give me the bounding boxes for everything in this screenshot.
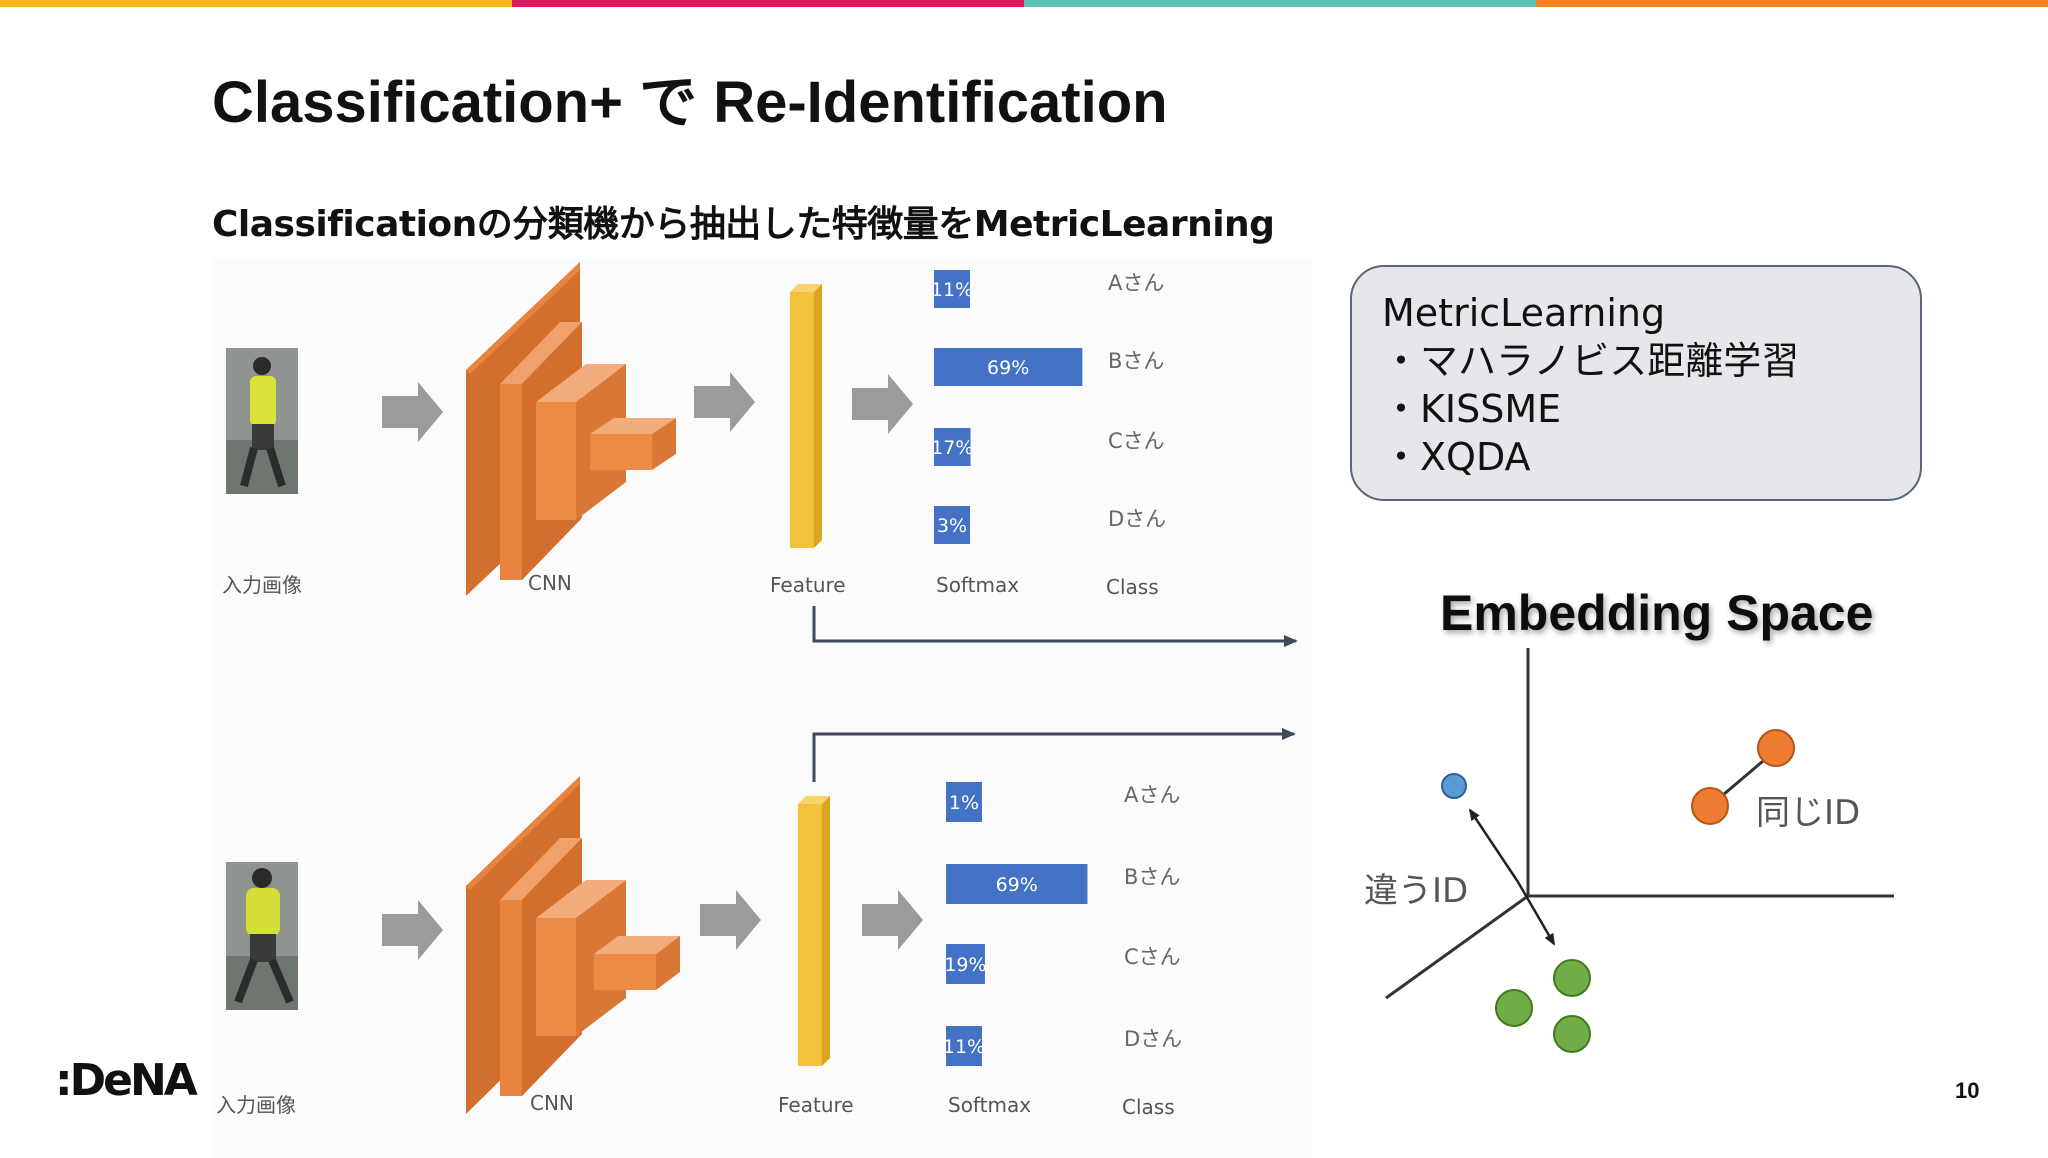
metric-learning-box: MetricLearning ・マハラノビス距離学習 ・KISSME ・XQDA [1350,265,1922,501]
flow-arrow-icon [700,890,761,950]
softmax-bar [946,1026,982,1066]
label-class: Class [1122,1095,1175,1119]
label-input: 入力画像 [222,573,302,597]
class-label: Dさん [1108,507,1166,531]
softmax-bars: 1% 69% 19% 11% [943,782,1088,1066]
cluster-point [1553,1015,1591,1053]
page-number: 10 [1955,1078,1980,1103]
metric-learning-item: ・マハラノビス距離学習 [1382,339,1800,383]
embedding-space: Embedding Space 同じID 違うID [1364,585,1894,1053]
softmax-bar [946,864,1088,904]
top-bar-segment-orange [1536,0,2048,7]
different-id-label: 違うID [1364,871,1468,911]
cluster-point [1553,959,1591,997]
flow-arrow-icon [862,890,923,950]
softmax-bar [946,944,985,984]
label-softmax: Softmax [948,1093,1031,1117]
class-label: Dさん [1124,1027,1182,1051]
top-bar-segment-teal [1024,0,1536,7]
label-cnn: CNN [530,1091,574,1115]
flow-arrow-icon [852,374,913,434]
label-input: 入力画像 [216,1093,296,1117]
embedding-space-title: Embedding Space [1440,585,1873,641]
label-class: Class [1106,575,1159,599]
flow-arrow-icon [694,372,755,432]
top-bar-segment-pink [512,0,1024,7]
softmax-bar-label: 19% [944,954,986,976]
softmax-bar [934,428,971,466]
pipeline-top: 11% 69% 17% 3% Aさん Bさん Cさん Dさん 入力画像 CNN Featur… [222,262,1166,599]
slide-title: Classification+ で Re-Identification [212,70,1168,135]
feature-vector-icon [798,796,830,1066]
softmax-bar-label: 1% [949,792,979,814]
label-feature: Feature [778,1093,854,1117]
different-id-point [1441,773,1467,799]
softmax-bar-label: 17% [931,437,973,459]
feature-connector-top [812,606,1298,647]
class-label: Cさん [1124,945,1181,969]
top-bar-segment-yellow [0,0,512,7]
different-id-arrow [1516,881,1556,946]
class-label: Bさん [1108,349,1164,373]
softmax-bar-label: 69% [987,357,1029,379]
feature-vector-icon [790,284,822,548]
feature-connector-bottom [812,728,1296,782]
dena-logo: :DeNA [55,1055,198,1106]
softmax-bar-label: 69% [996,874,1038,896]
metric-learning-heading: MetricLearning [1382,291,1666,335]
class-labels: Aさん Bさん Cさん Dさん [1108,271,1166,531]
input-person-image-icon [226,348,298,494]
class-label: Aさん [1124,783,1180,807]
softmax-bar [934,506,970,544]
label-feature: Feature [770,573,846,597]
flow-arrow-icon [382,382,443,442]
softmax-bar-label: 11% [943,1036,985,1058]
same-id-point [1757,729,1795,767]
different-id-arrow [1468,808,1520,883]
softmax-bar [946,782,982,822]
same-id-point [1691,787,1729,825]
embedding-axis-depth [1385,894,1529,1000]
label-cnn: CNN [528,571,572,595]
flow-arrow-icon [382,900,443,960]
input-person-image-icon [226,862,298,1010]
same-id-label: 同じID [1756,793,1860,833]
label-softmax: Softmax [936,573,1019,597]
pipeline-bottom: 1% 69% 19% 11% Aさん Bさん Cさん Dさん 入力画像 CNN Featur… [216,776,1182,1119]
cluster-point [1495,989,1533,1027]
class-label: Aさん [1108,271,1164,295]
cnn-block-icon [466,262,676,596]
softmax-bar-label: 11% [931,279,973,301]
softmax-bars: 11% 69% 17% 3% [931,270,1083,544]
metric-learning-item: ・XQDA [1382,435,1531,479]
softmax-bar [934,270,970,308]
class-labels: Aさん Bさん Cさん Dさん [1124,783,1182,1051]
metric-learning-item: ・KISSME [1382,387,1562,431]
top-color-bar [0,0,2048,7]
class-label: Bさん [1124,865,1180,889]
slide-subtitle: Classificationの分類機から抽出した特徴量をMetricLearni… [212,204,1275,245]
class-label: Cさん [1108,429,1165,453]
softmax-bar-label: 3% [937,515,967,537]
softmax-bar [934,348,1083,386]
cnn-block-icon [466,776,680,1114]
